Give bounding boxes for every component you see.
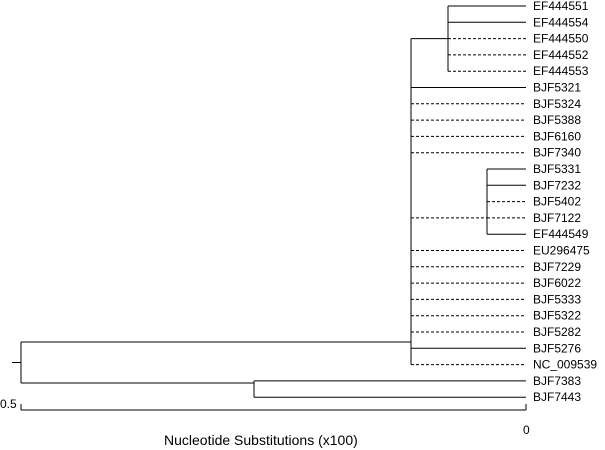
leaf-label: BJF6160 [533,129,581,143]
leaf-label: BJF7443 [533,390,581,404]
leaf-label: BJF5388 [533,113,581,127]
leaf-label: EF444549 [533,227,589,241]
leaf-label: EF444554 [533,15,589,29]
leaf-label: BJF7229 [533,260,581,274]
leaf-label: BJF7340 [533,146,581,160]
leaf-label: BJF5333 [533,292,581,306]
scale-right-label: 0 [523,423,530,437]
leaf-label: BJF7383 [533,374,581,388]
leaf-label: NC_009539 [533,358,597,372]
leaf-label: BJF5282 [533,325,581,339]
leaf-label: BJF6022 [533,276,581,290]
leaf-label: BJF7232 [533,178,581,192]
tree-branches [12,5,526,398]
leaf-label: EF444553 [533,64,589,78]
leaf-label: BJF5331 [533,162,581,176]
leaf-label: BJF5321 [533,81,581,95]
leaf-label: EF444550 [533,32,589,46]
leaf-labels: EF444551EF444554EF444550EF444552EF444553… [533,0,597,404]
leaf-label: EF444552 [533,48,589,62]
leaf-label: EU296475 [533,244,590,258]
leaf-label: BJF5322 [533,309,581,323]
leaf-label: EF444551 [533,0,589,13]
leaf-label: BJF7122 [533,211,581,225]
scale-left-label: 0.5 [0,397,17,411]
leaf-label: BJF5402 [533,195,581,209]
leaf-label: BJF5276 [533,341,581,355]
x-axis-label: Nucleotide Substitutions (x100) [164,432,358,448]
leaf-label: BJF5324 [533,97,581,111]
